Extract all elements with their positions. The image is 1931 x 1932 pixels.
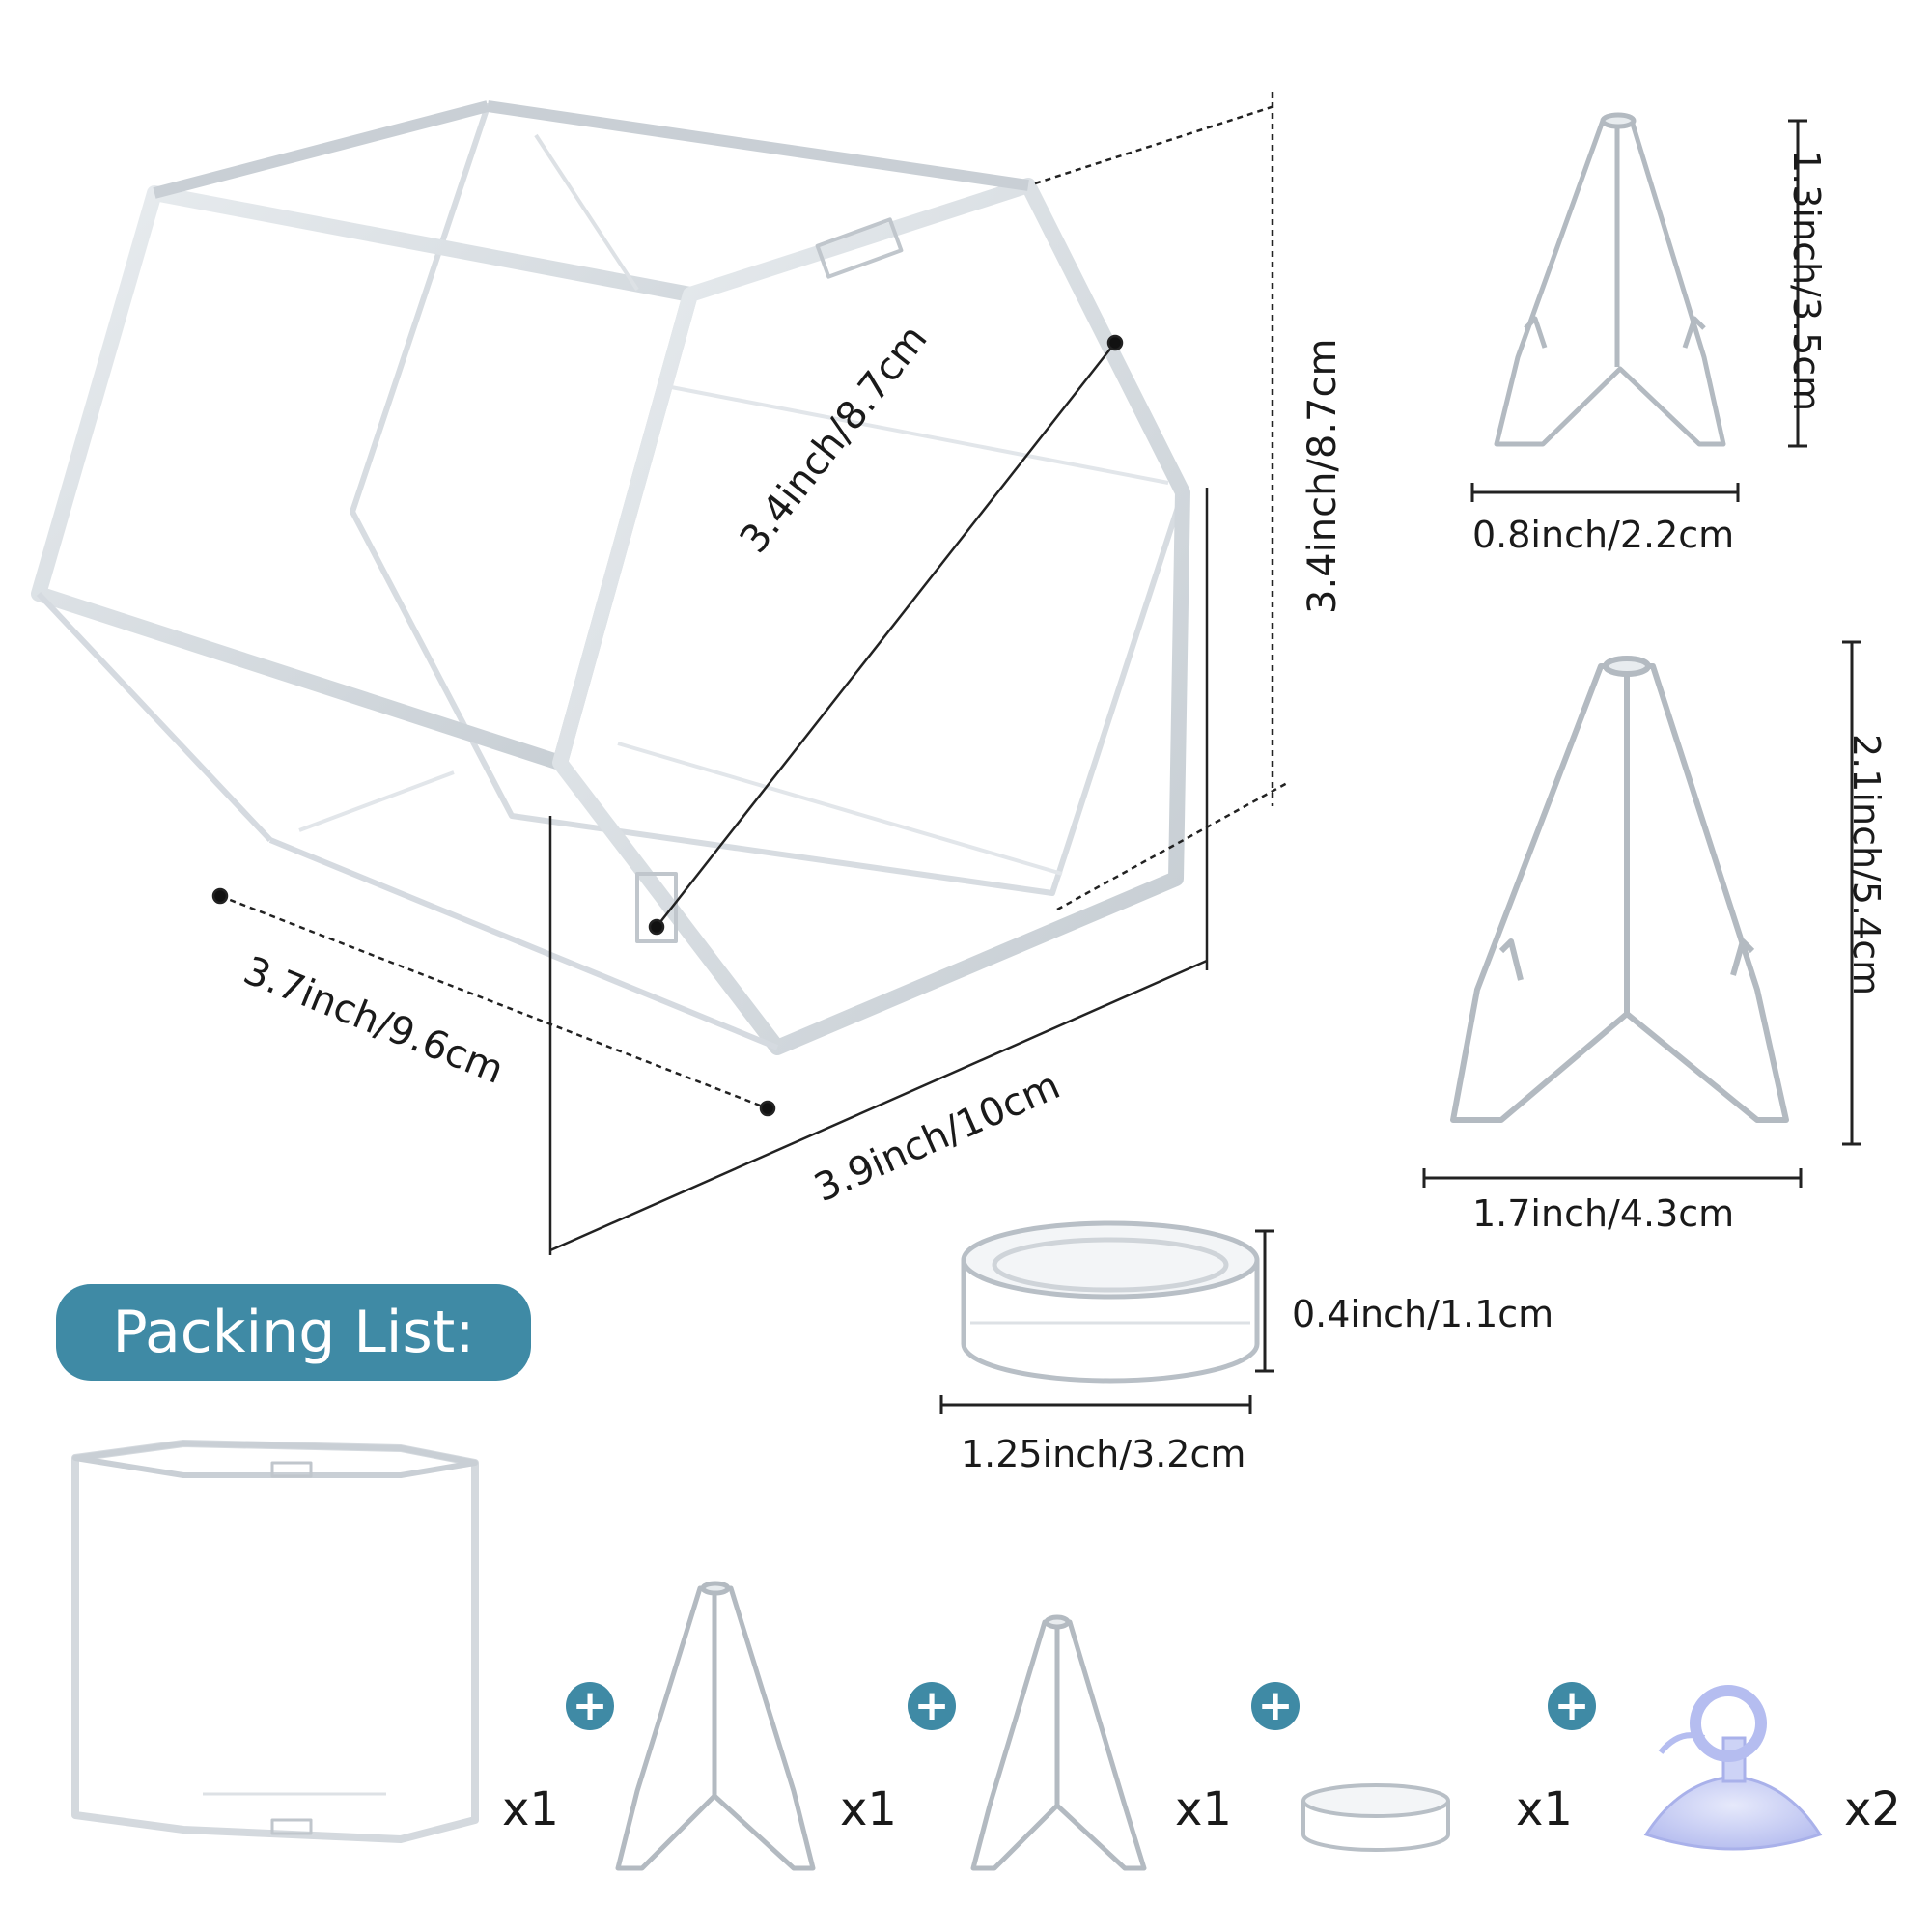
plus-icon: + [1548,1682,1596,1730]
plus-icon: + [1251,1682,1300,1730]
label-box-height: 3.4inch/8.7cm [1301,338,1345,614]
label-small-stand-height: 1.3inch/3.5cm [1785,150,1828,412]
qty-suction-cup: x2 [1844,1782,1901,1836]
label-ring-height: 0.4inch/1.1cm [1292,1293,1554,1335]
qty-hexagon-case: x1 [502,1782,559,1836]
small-stand-dim-lines [1470,119,1807,502]
qty-large-stand: x1 [840,1782,897,1836]
base-ring-dim-lines [939,1229,1274,1414]
packing-list-title: Packing List: [56,1284,531,1381]
large-stand [1450,656,1789,1123]
base-ring [961,1220,1260,1384]
dimension-lines-case [211,92,1290,1255]
label-small-stand-width: 0.8inch/2.2cm [1472,514,1735,556]
packing-small-stand [970,1614,1147,1871]
qty-small-stand: x1 [1175,1782,1232,1836]
plus-icon: + [566,1682,614,1730]
hexagon-case-large [31,100,1190,1055]
plus-icon: + [908,1682,956,1730]
large-stand-dim-lines [1422,640,1861,1188]
label-ring-width: 1.25inch/3.2cm [961,1433,1246,1475]
small-stand [1494,112,1726,447]
label-large-stand-height: 2.1inch/5.4cm [1845,734,1888,996]
qty-base-ring: x1 [1516,1782,1573,1836]
packing-base-ring [1301,1783,1450,1852]
packing-large-stand [615,1581,816,1871]
label-large-stand-width: 1.7inch/4.3cm [1472,1192,1735,1235]
packing-suction-cup [1643,1685,1823,1851]
packing-hexagon-case [71,1440,479,1843]
